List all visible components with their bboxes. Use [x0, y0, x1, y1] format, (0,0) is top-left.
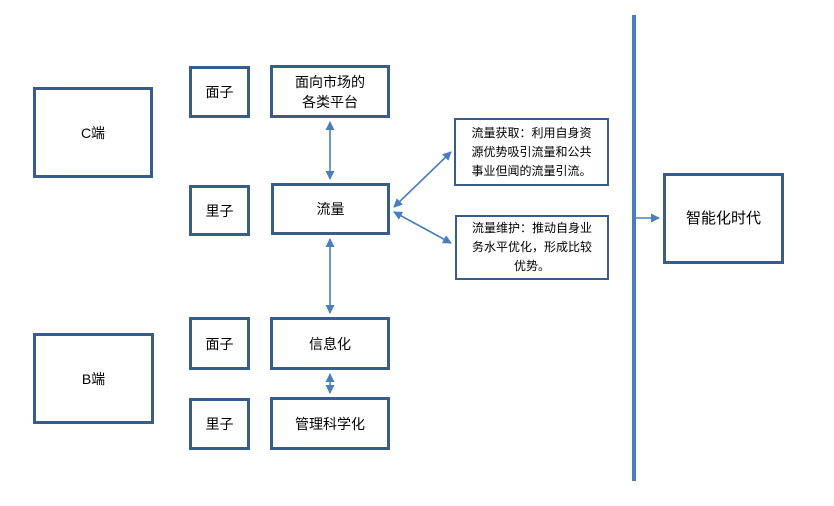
node-lizi-bottom-label: 里子: [205, 416, 234, 432]
node-platform: 面向市场的 各类平台: [270, 65, 390, 118]
arrow-traffic-acquisition: [393, 151, 452, 208]
node-lizi-top-label: 里子: [205, 202, 234, 219]
node-mianzi-bottom: 面子: [189, 317, 250, 370]
node-mianzi-top: 面子: [189, 66, 250, 118]
node-platform-label: 面向市场的 各类平台: [295, 73, 365, 110]
node-lizi-bottom: 里子: [189, 398, 250, 450]
node-b-side-label: B端: [81, 370, 106, 387]
node-b-side: B端: [33, 333, 154, 424]
node-era: 智能化时代: [663, 173, 784, 264]
node-era-label: 智能化时代: [685, 209, 761, 227]
note-traffic-acquisition: 流量获取：利用自身资 源优势吸引流量和公共 事业但闻的流量引流。: [454, 118, 609, 186]
node-lizi-top: 里子: [189, 185, 250, 236]
arrow-traffic-maintenance: [393, 211, 452, 244]
node-informatization-label: 信息化: [309, 335, 351, 352]
note-traffic-acquisition-text: 流量获取：利用自身资 源优势吸引流量和公共 事业但闻的流量引流。: [471, 125, 592, 178]
note-traffic-maintenance-text: 流量维护：推动自身业 务水平优化，形成比较 优势。: [471, 221, 592, 273]
node-management-label: 管理科学化: [295, 415, 365, 432]
node-mianzi-bottom-label: 面子: [205, 335, 234, 352]
node-traffic: 流量: [271, 183, 390, 235]
node-management: 管理科学化: [270, 397, 390, 450]
note-traffic-maintenance: 流量维护：推动自身业 务水平优化，形成比较 优势。: [455, 215, 609, 280]
node-c-side-label: C端: [80, 124, 106, 141]
node-traffic-label: 流量: [316, 201, 345, 217]
node-c-side: C端: [33, 87, 153, 178]
node-informatization: 信息化: [270, 317, 390, 370]
node-mianzi-top-label: 面子: [205, 84, 234, 100]
